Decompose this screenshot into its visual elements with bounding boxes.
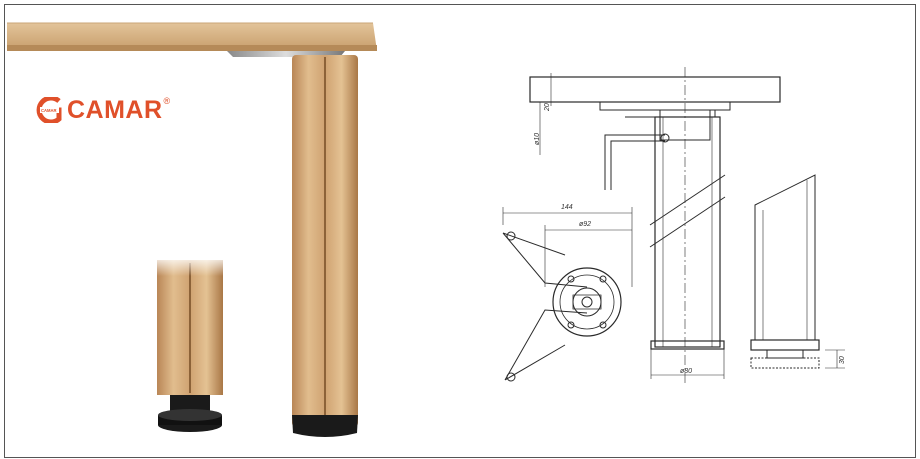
drawing-tube [649,116,726,379]
dim-leveler-height: 30 [839,356,846,364]
product-sheet: CAMAR CAMAR ® [4,4,916,458]
small-leg [155,255,225,432]
technical-drawing-svg: 144 ø92 ø80 20 ø10 30 [502,67,846,385]
product-photo: CAMAR CAMAR ® [5,5,405,457]
logo-badge-text: CAMAR [41,108,57,113]
drawing-leveler [750,174,845,369]
registered-mark: ® [163,96,171,106]
brand-name: CAMAR [67,95,163,124]
table-top [7,22,377,51]
dim-plate-width: 144 [561,204,573,211]
drawing-bottom-plate [502,207,633,382]
technical-drawing: 144 ø92 ø80 20 ø10 30 [475,55,875,395]
main-leg [292,55,358,437]
dim-tube-diameter: ø80 [680,368,692,375]
table-leg-photo [7,22,377,437]
dim-height-range: ø10 [534,133,541,145]
camar-logo-mark-icon: CAMAR [36,97,62,123]
dim-bolt-circle: ø92 [579,221,591,228]
camar-logo: CAMAR CAMAR ® [33,93,170,127]
drawing-plate [599,101,731,190]
dim-plate-thickness: 20 [544,103,551,112]
